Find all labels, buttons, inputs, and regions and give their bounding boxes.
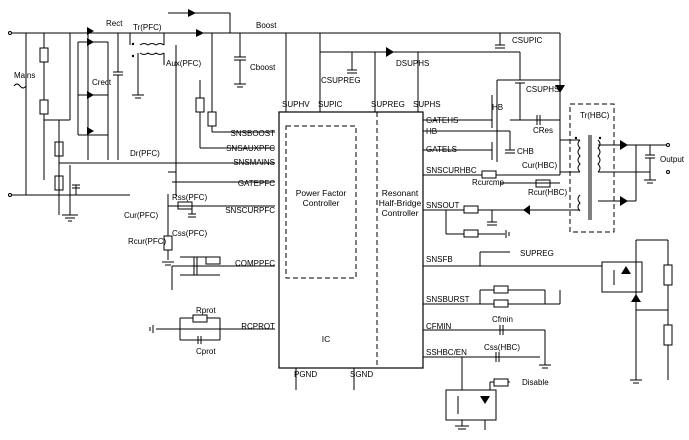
c-boost-label: Cboost — [250, 63, 276, 72]
cur-hbc-label: Cur(HBC) — [522, 161, 557, 170]
pin-rcprot: RCPROT — [241, 322, 275, 331]
rect-diode-2 — [87, 38, 94, 46]
optocoupler-fb — [601, 261, 643, 293]
c-ss-pfc-label: Css(PFC) — [172, 229, 207, 238]
rect-diode-4 — [87, 127, 94, 135]
supreg-label: SUPREG — [520, 249, 554, 258]
mains-resistor-2 — [39, 99, 49, 115]
mains-label: Mains — [14, 71, 35, 80]
ac-symbol — [13, 83, 27, 89]
boost-diode — [196, 29, 204, 37]
pin-pgnd: PGND — [294, 370, 317, 379]
pin-gatepfc: GATEPFC — [238, 179, 275, 188]
pin-snscurhbc: SNSCURHBC — [426, 166, 477, 175]
aux-pfc-label: Aux(PFC) — [166, 59, 201, 68]
c-res-label: CRes — [533, 126, 553, 135]
pin-snscurpfc: SNSCURPFC — [225, 206, 275, 215]
r-prot-label: Rprot — [196, 306, 216, 315]
d-suphs-diode — [386, 47, 394, 57]
pin-suphv: SUPHV — [282, 100, 310, 109]
rect-diode-3 — [87, 91, 94, 99]
r-cur-pfc-label: Rcur(PFC) — [128, 237, 167, 246]
feedback-section: SUPREG Cfmin Css(HBC) Disable — [423, 249, 643, 430]
tr-hbc-outline — [569, 103, 615, 233]
pin-snsburst: SNSBURST — [426, 295, 470, 304]
d-suphs-label: DSUPHS — [396, 59, 429, 68]
ic-label: IC — [322, 334, 331, 344]
pin-comppfc: COMPPFC — [235, 259, 275, 268]
tr-hbc-label: Tr(HBC) — [580, 111, 610, 120]
output-label: Output — [660, 155, 685, 164]
pfc-section: Tr(PFC) Aux(PFC) Boost Cboost Dr(PFC) — [124, 9, 560, 356]
pin-sgnd: SGND — [350, 370, 373, 379]
optocoupler-disable — [445, 389, 497, 421]
rect-label: Rect — [106, 19, 123, 28]
hb-section: DSUPHS CSUPREG CSUPIC CSUPHS HB CRes CHB — [320, 33, 685, 384]
boost-label: Boost — [256, 21, 277, 30]
disable-label: Disable — [522, 378, 549, 387]
left-pin-labels: SNSBOOST SNSAUXPFC SNSMAINS GATEPFC SNSC… — [225, 129, 275, 331]
r-curcmp-label: Rcurcmp — [472, 178, 505, 187]
pin-sshbc-en: SSHBC/EN — [426, 348, 467, 357]
ic-body — [278, 111, 424, 369]
pin-suphs: SUPHS — [413, 100, 441, 109]
tr-pfc-secondary — [139, 52, 165, 55]
c-ss-hbc-label: Css(HBC) — [484, 343, 520, 352]
pin-supic: SUPIC — [318, 100, 343, 109]
c-supreg-label: CSUPREG — [321, 76, 361, 85]
pin-snsout: SNSOUT — [426, 201, 459, 210]
hb-label: HB — [492, 103, 503, 112]
zener-diode — [631, 294, 641, 302]
tr-hbc-primary — [577, 139, 581, 173]
c-hb-label: CHB — [517, 147, 534, 156]
dr-pfc-label: Dr(PFC) — [130, 149, 160, 158]
c-suphs-label: CSUPHS — [526, 85, 559, 94]
pfc-block-outline — [285, 125, 357, 279]
snsout-diode — [523, 205, 530, 215]
tr-pfc-label: Tr(PFC) — [133, 23, 162, 32]
mains-resistor-1 — [39, 47, 49, 63]
pin-cfmin: CFMIN — [426, 322, 452, 331]
r-cur-hbc-label: Rcur(HBC) — [528, 188, 567, 197]
tr-hbc-secondary — [597, 139, 601, 173]
c-fmin-label: Cfmin — [492, 315, 513, 324]
rect-diode-1 — [87, 27, 94, 35]
pin-snsboost: SNSBOOST — [231, 129, 276, 138]
c-supic-label: CSUPIC — [512, 36, 542, 45]
pin-snsfb: SNSFB — [426, 255, 453, 264]
c-rect-label: Crect — [92, 78, 112, 87]
tr-pfc-primary — [139, 43, 165, 46]
r-ss-pfc-label: Rss(PFC) — [172, 193, 207, 202]
output-diode-1 — [620, 140, 628, 150]
top-pin-labels: SUPHV SUPIC SUPREG SUPHS — [282, 100, 441, 109]
c-prot-label: Cprot — [196, 347, 216, 356]
mains-section: Mains Rect Crect — [8, 19, 230, 222]
cur-pfc-label: Cur(PFC) — [124, 211, 159, 220]
pin-supreg: SUPREG — [371, 100, 405, 109]
